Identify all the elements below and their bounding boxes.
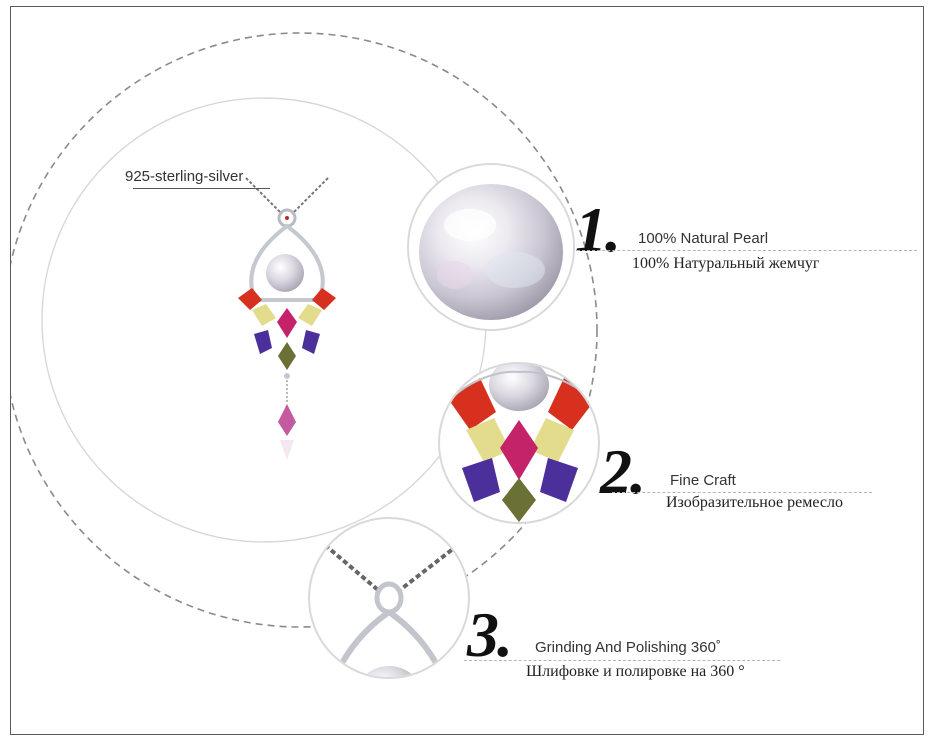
feature-2-title-ru: Изобразительное ремесло: [666, 494, 843, 511]
feature-1-number: 1.: [575, 194, 621, 265]
feature-3-number: 3.: [467, 599, 513, 670]
detail-pearl: [407, 163, 575, 331]
main-pendant: [238, 177, 336, 460]
feature-1-title-ru: 100% Натуральный жемчуг: [632, 255, 820, 272]
feature-2-number: 2.: [600, 436, 646, 507]
feature-1-title-en: 100% Natural Pearl: [638, 230, 769, 247]
feature-1-divider: [577, 250, 917, 251]
feature-2-divider: [612, 492, 872, 493]
large-dashed-circle: [11, 32, 598, 628]
detail-silver: [308, 517, 470, 679]
feature-3-divider: [464, 660, 780, 661]
feature-2-title-en: Fine Craft: [670, 472, 736, 489]
feature-3-title-ru: Шлифовке и полировке на 360 °: [526, 663, 745, 680]
feature-3-title-en: Grinding And Polishing 360˚: [535, 639, 721, 656]
silver-label-underline: [133, 188, 270, 189]
detail-gems: [438, 362, 600, 524]
silver-label: 925-sterling-silver: [125, 168, 244, 185]
image-frame: [10, 6, 924, 735]
